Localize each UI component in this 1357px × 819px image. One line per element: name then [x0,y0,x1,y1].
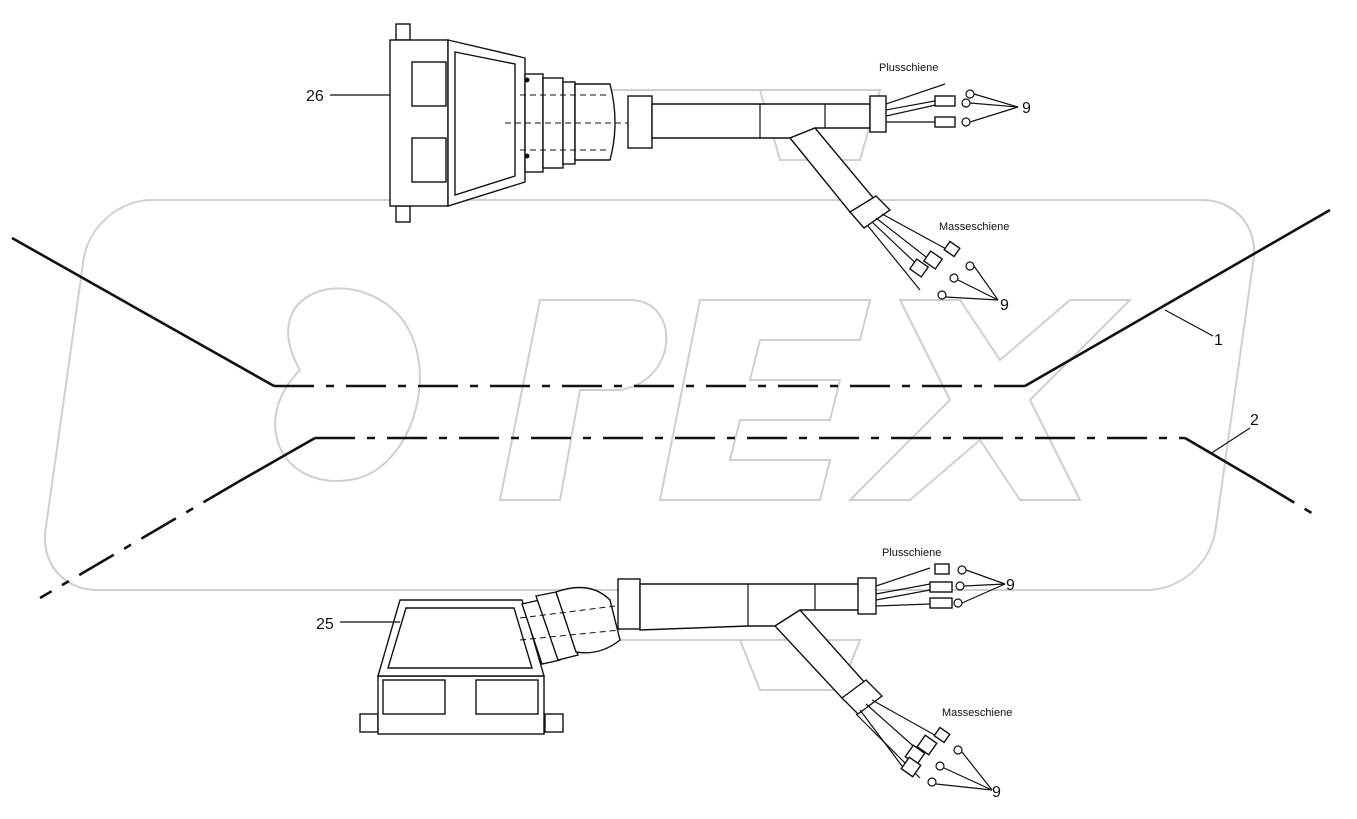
wire-1 [11,208,1331,388]
connector-26 [389,23,1019,301]
callout-9-lower-masse: 9 [992,784,1001,801]
callout-9-lower-plus: 9 [1006,577,1015,594]
callout-9-upper-plus: 9 [1022,100,1031,117]
callout-2: 2 [1250,412,1259,429]
label-masseschiene-lower: Masseschiene [942,707,1012,719]
label-plusschiene-lower: Plusschiene [882,547,941,559]
callout-25: 25 [316,616,334,633]
label-plusschiene-upper: Plusschiene [879,62,938,74]
leader-1 [1164,309,1214,337]
connector-25 [359,563,1006,791]
callout-9-upper-masse: 9 [1000,297,1009,314]
callout-1: 1 [1214,332,1223,349]
label-masseschiene-upper: Masseschiene [939,221,1009,233]
wire-2 [39,436,1316,600]
callout-26: 26 [306,88,324,105]
leader-2 [1209,427,1251,455]
